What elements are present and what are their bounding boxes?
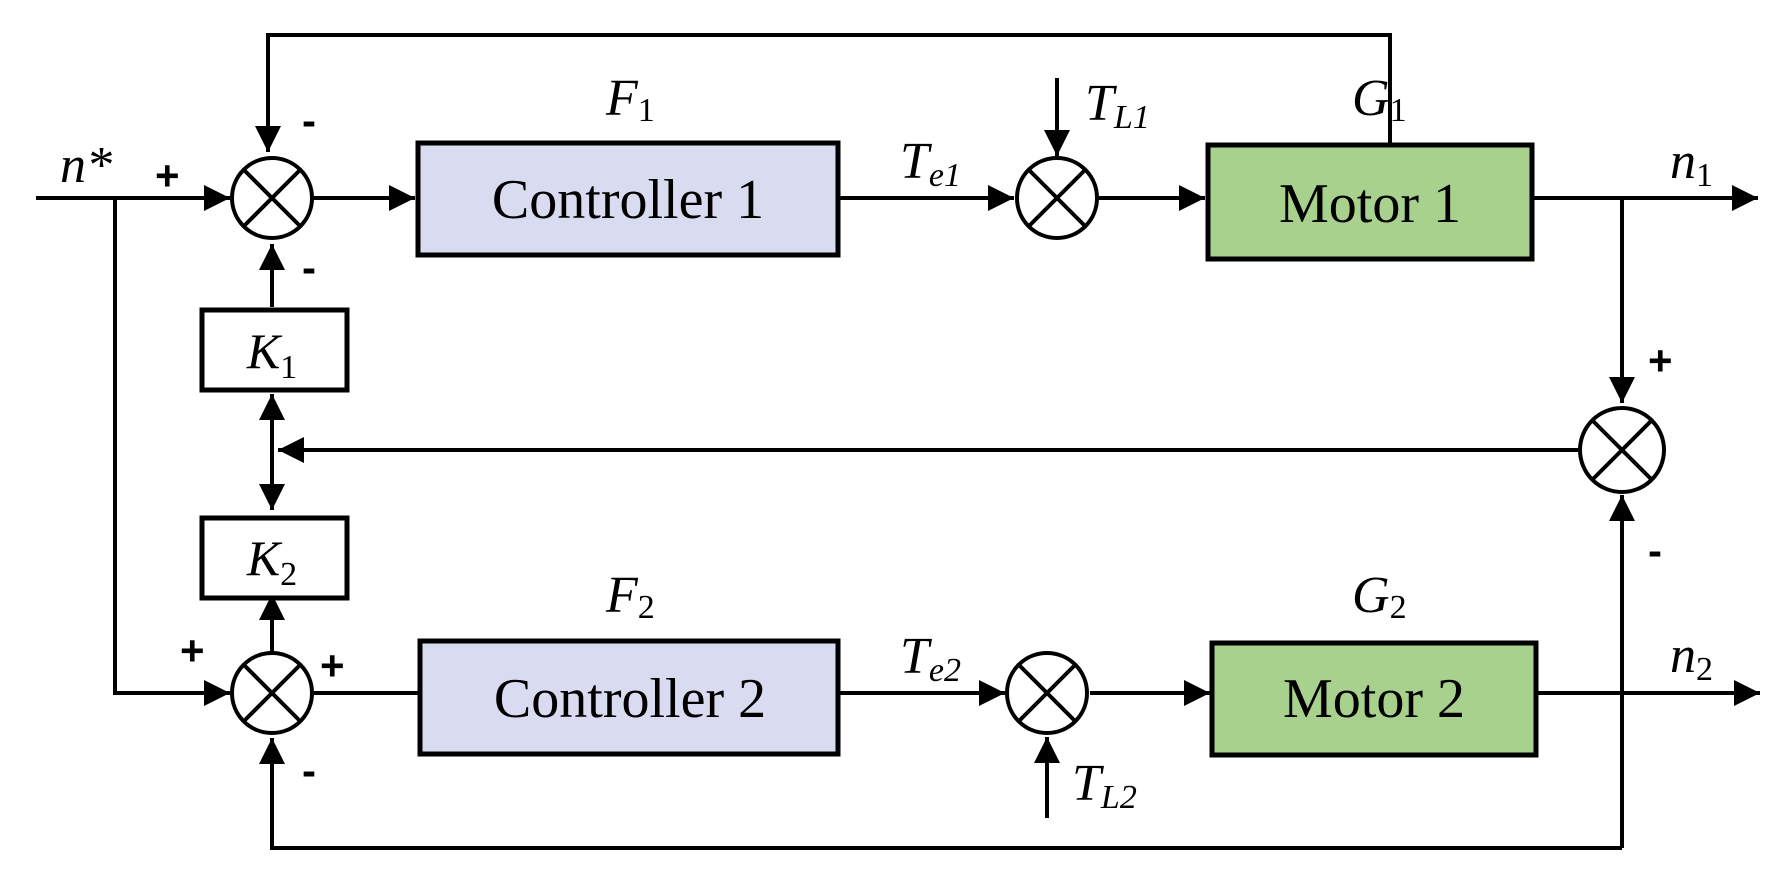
controller2-block — [417, 638, 841, 757]
te1-label: Te1 — [900, 133, 961, 194]
motor2-label: Motor 2 — [1283, 668, 1465, 730]
n2-label: n2 — [1670, 627, 1713, 688]
sum2-left-sign: + — [180, 627, 205, 674]
feedback-n2-to-sum2 — [259, 738, 1622, 850]
controller1-label: Controller 1 — [492, 169, 764, 231]
g1-label: G1 — [1352, 70, 1407, 129]
motor1-label: Motor 1 — [1279, 173, 1461, 235]
g2-label: G2 — [1352, 567, 1407, 626]
diff-top-sign: + — [1648, 337, 1673, 384]
sum1-top-sign: - — [302, 97, 316, 144]
controller2-label: Controller 2 — [494, 668, 766, 730]
diff-sum-junction — [1578, 406, 1666, 494]
diff-bottom-sign: - — [1648, 527, 1662, 574]
te2-label: Te2 — [900, 628, 961, 689]
tl2-label: TL2 — [1072, 755, 1137, 816]
k1-label: K1 — [246, 323, 297, 386]
motor2-block — [1209, 640, 1539, 758]
sum2-right-sign: + — [320, 642, 345, 689]
sum3-junction — [1015, 156, 1099, 240]
f2-label: F2 — [605, 567, 655, 626]
n-star-label: n* — [60, 137, 112, 194]
sum4-junction — [1005, 651, 1089, 735]
sum2-junction — [230, 651, 314, 735]
n1-label: n1 — [1670, 133, 1713, 194]
tl1-label: TL1 — [1085, 75, 1150, 136]
k2-label: K2 — [246, 530, 297, 593]
sum1-left-sign: + — [155, 152, 180, 199]
sum1-junction — [230, 156, 314, 240]
feedback-n1-to-sum1 — [255, 33, 1392, 196]
k2-block — [199, 515, 350, 601]
k1-block — [199, 307, 350, 393]
f1-label: F1 — [605, 70, 655, 129]
controller1-block — [415, 140, 841, 258]
input-branch-to-sum2 — [113, 198, 230, 706]
sum1-bottom-sign: - — [302, 244, 316, 291]
motor1-block — [1205, 142, 1535, 262]
sum2-bottom-sign: - — [302, 747, 316, 794]
